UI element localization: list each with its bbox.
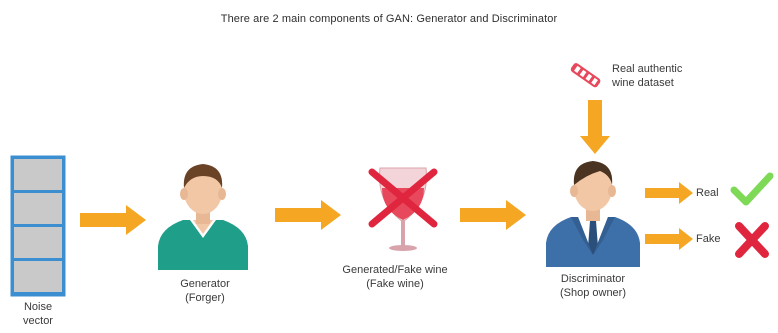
discriminator-label-line1: Discriminator [560, 273, 626, 285]
generator-label-line2: (Forger) [185, 292, 225, 304]
noise-label-line1: Noise [23, 301, 53, 313]
generator-label: Generator (Forger) [150, 277, 260, 305]
wine-dataset-icon [570, 63, 601, 88]
real-check-icon [730, 172, 774, 206]
fake-wine-glass-icon [368, 167, 438, 251]
fake-label: Fake [696, 233, 721, 245]
fake-cross-icon [735, 222, 769, 258]
discriminator-label: Discriminator (Shop owner) [533, 272, 653, 300]
diagram-title: There are 2 main components of GAN: Gene… [220, 13, 558, 25]
dataset-label-line2: wine dataset [612, 77, 674, 89]
real-label: Real [696, 187, 719, 199]
fake-wine-label-line1: Generated/Fake wine [342, 264, 448, 276]
generator-label-line1: Generator [180, 278, 230, 290]
fake-wine-label-line2: (Fake wine) [366, 278, 424, 290]
generator-person-icon [158, 164, 248, 270]
arrow-wine-to-discriminator [460, 200, 526, 230]
discriminator-label-line2: (Shop owner) [559, 287, 627, 299]
arrow-generator-to-wine [275, 200, 341, 230]
fake-wine-label: Generated/Fake wine (Fake wine) [325, 263, 465, 291]
arrow-dataset-to-discriminator [580, 100, 610, 154]
noise-vector [10, 155, 66, 297]
noise-vector-label: Noise vector [8, 300, 68, 328]
noise-label-line2: vector [23, 315, 53, 327]
arrow-to-real [645, 182, 693, 204]
arrow-noise-to-generator [80, 205, 146, 235]
dataset-label: Real authentic wine dataset [612, 62, 682, 90]
dataset-label-line1: Real authentic [612, 63, 683, 75]
discriminator-person-icon [546, 161, 640, 267]
arrow-to-fake [645, 228, 693, 250]
